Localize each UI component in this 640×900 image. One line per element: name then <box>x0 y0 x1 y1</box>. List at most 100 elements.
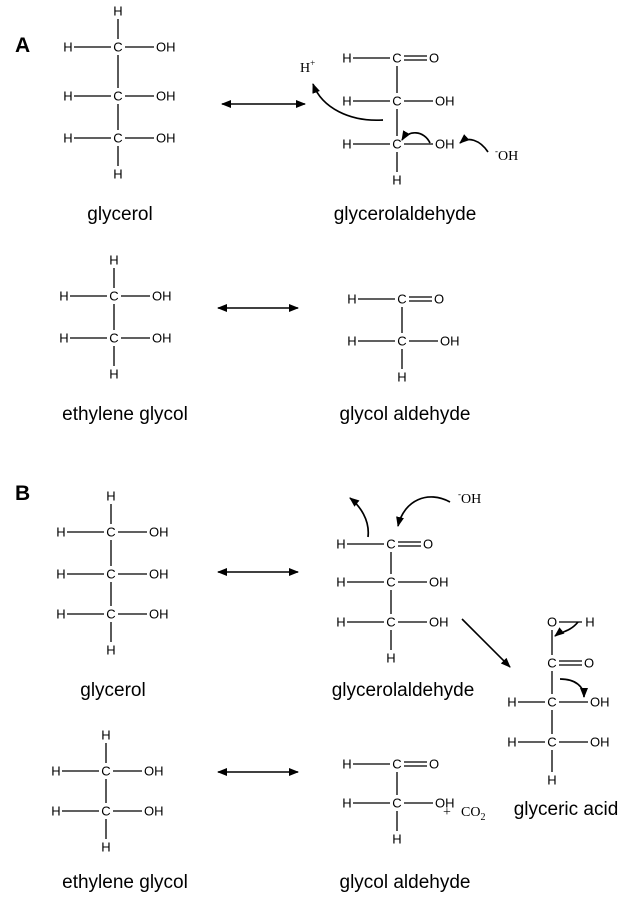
carbon-atom: C <box>386 575 395 590</box>
carbon-atom: C <box>392 51 401 66</box>
carbon-atom: C <box>547 695 556 710</box>
caption-glycol-aldehyde-a: glycol aldehyde <box>340 404 471 425</box>
caption-glycerolaldehyde-b: glycerolaldehyde <box>332 680 475 701</box>
carbon-atom: C <box>113 131 122 146</box>
carbon-atom: C <box>113 40 122 55</box>
caption-glyceric-acid-b: glyceric acid <box>514 799 619 820</box>
hydrogen-atom: H <box>109 253 118 268</box>
hydrogen-atom: H <box>56 607 65 622</box>
hydrogen-atom: H <box>51 764 60 779</box>
co2-label: CO2 <box>461 805 485 823</box>
hydrogen-atom: H <box>59 289 68 304</box>
hydrogen-atom: H <box>585 615 594 630</box>
carbon-atom: C <box>106 607 115 622</box>
carbon-atom: C <box>547 735 556 750</box>
hydrogen-atom: H <box>342 757 351 772</box>
hydroxyl-group: OH <box>429 575 449 590</box>
carbon-atom: C <box>101 804 110 819</box>
hydrogen-atom: H <box>347 292 356 307</box>
hydroxyl-group: OH <box>156 89 176 104</box>
panel-a-label: A <box>15 34 30 57</box>
hydrogen-atom: H <box>336 537 345 552</box>
hydrogen-atom: H <box>336 575 345 590</box>
oxygen-atom: O <box>429 51 439 66</box>
hydroxyl-group: OH <box>152 289 172 304</box>
hydrogen-atom: H <box>106 489 115 504</box>
hydrogen-atom: H <box>547 773 556 788</box>
oxygen-atom: O <box>584 656 594 671</box>
hydroxyl-group: OH <box>435 94 455 109</box>
curved-arrow-bond-a <box>401 130 431 144</box>
hydrogen-atom: H <box>397 370 406 385</box>
curved-arrow-oh-b <box>554 621 579 637</box>
hydrogen-atom: H <box>507 695 516 710</box>
carbon-atom: C <box>392 757 401 772</box>
carbon-atom: C <box>547 656 556 671</box>
caption-glycerolaldehyde-a: glycerolaldehyde <box>334 204 477 225</box>
carbon-atom: C <box>113 89 122 104</box>
hydrogen-atom: H <box>101 840 110 855</box>
hydroxyl-group: OH <box>149 607 169 622</box>
hydrogen-atom: H <box>342 796 351 811</box>
panel-b-label: B <box>15 482 30 505</box>
hydrogen-atom: H <box>392 832 401 847</box>
hydrogen-atom: H <box>101 728 110 743</box>
hydrogen-atom: H <box>347 334 356 349</box>
hydrogen-atom: H <box>109 367 118 382</box>
caption-ethylene-glycol-b: ethylene glycol <box>62 872 188 893</box>
hydrogen-atom: H <box>63 89 72 104</box>
hydrogen-atom: H <box>392 173 401 188</box>
carbon-atom: C <box>386 615 395 630</box>
carbon-atom: C <box>109 289 118 304</box>
carbon-atom: C <box>106 567 115 582</box>
hydroxyl-group: OH <box>144 764 164 779</box>
curved-arrow-hydroxide-a <box>459 134 489 153</box>
hydrogen-atom: H <box>342 51 351 66</box>
carbon-atom: C <box>106 525 115 540</box>
hydrogen-atom: H <box>59 331 68 346</box>
hydrogen-atom: H <box>342 137 351 152</box>
proton-label: H+ <box>300 58 315 76</box>
oxygen-atom: O <box>434 292 444 307</box>
caption-glycol-aldehyde-b: glycol aldehyde <box>340 872 471 893</box>
hydroxyl-group: OH <box>440 334 460 349</box>
curved-arrow-proton-loss-a <box>312 83 384 121</box>
hydrogen-atom: H <box>51 804 60 819</box>
carbon-atom: C <box>109 331 118 346</box>
curved-arrow-cc-cleavage-b <box>559 678 588 698</box>
hydroxyl-group: OH <box>156 40 176 55</box>
hydroxyl-group: OH <box>149 525 169 540</box>
caption-glycerol-a: glycerol <box>87 204 152 225</box>
carbon-atom: C <box>386 537 395 552</box>
hydroxide-label-a: -OH <box>495 146 518 164</box>
hydrogen-atom: H <box>113 167 122 182</box>
hydroxyl-group: OH <box>156 131 176 146</box>
caption-glycerol-b: glycerol <box>80 680 145 701</box>
hydroxyl-group: OH <box>435 796 455 811</box>
carbon-atom: C <box>101 764 110 779</box>
plus-sign: + <box>443 805 451 820</box>
oxidation-arrow <box>461 618 511 668</box>
hydrogen-atom: H <box>63 131 72 146</box>
hydrogen-atom: H <box>56 567 65 582</box>
carbon-atom: C <box>397 334 406 349</box>
hydrogen-atom: H <box>386 651 395 666</box>
caption-ethylene-glycol-a: ethylene glycol <box>62 404 188 425</box>
hydrogen-atom: H <box>507 735 516 750</box>
hydrogen-atom: H <box>342 94 351 109</box>
carbon-atom: C <box>392 137 401 152</box>
hydroxyl-group: OH <box>590 735 610 750</box>
hydroxyl-group: OH <box>590 695 610 710</box>
oxygen-atom: O <box>423 537 433 552</box>
hydrogen-atom: H <box>63 40 72 55</box>
hydroxide-label-b: -OH <box>458 489 481 507</box>
hydrogen-atom: H <box>106 643 115 658</box>
carbon-atom: C <box>392 94 401 109</box>
hydroxyl-group: OH <box>435 137 455 152</box>
curved-arrow-hydroxide-attack-b <box>396 496 451 527</box>
hydroxyl-group: OH <box>152 331 172 346</box>
hydroxyl-group: OH <box>429 615 449 630</box>
